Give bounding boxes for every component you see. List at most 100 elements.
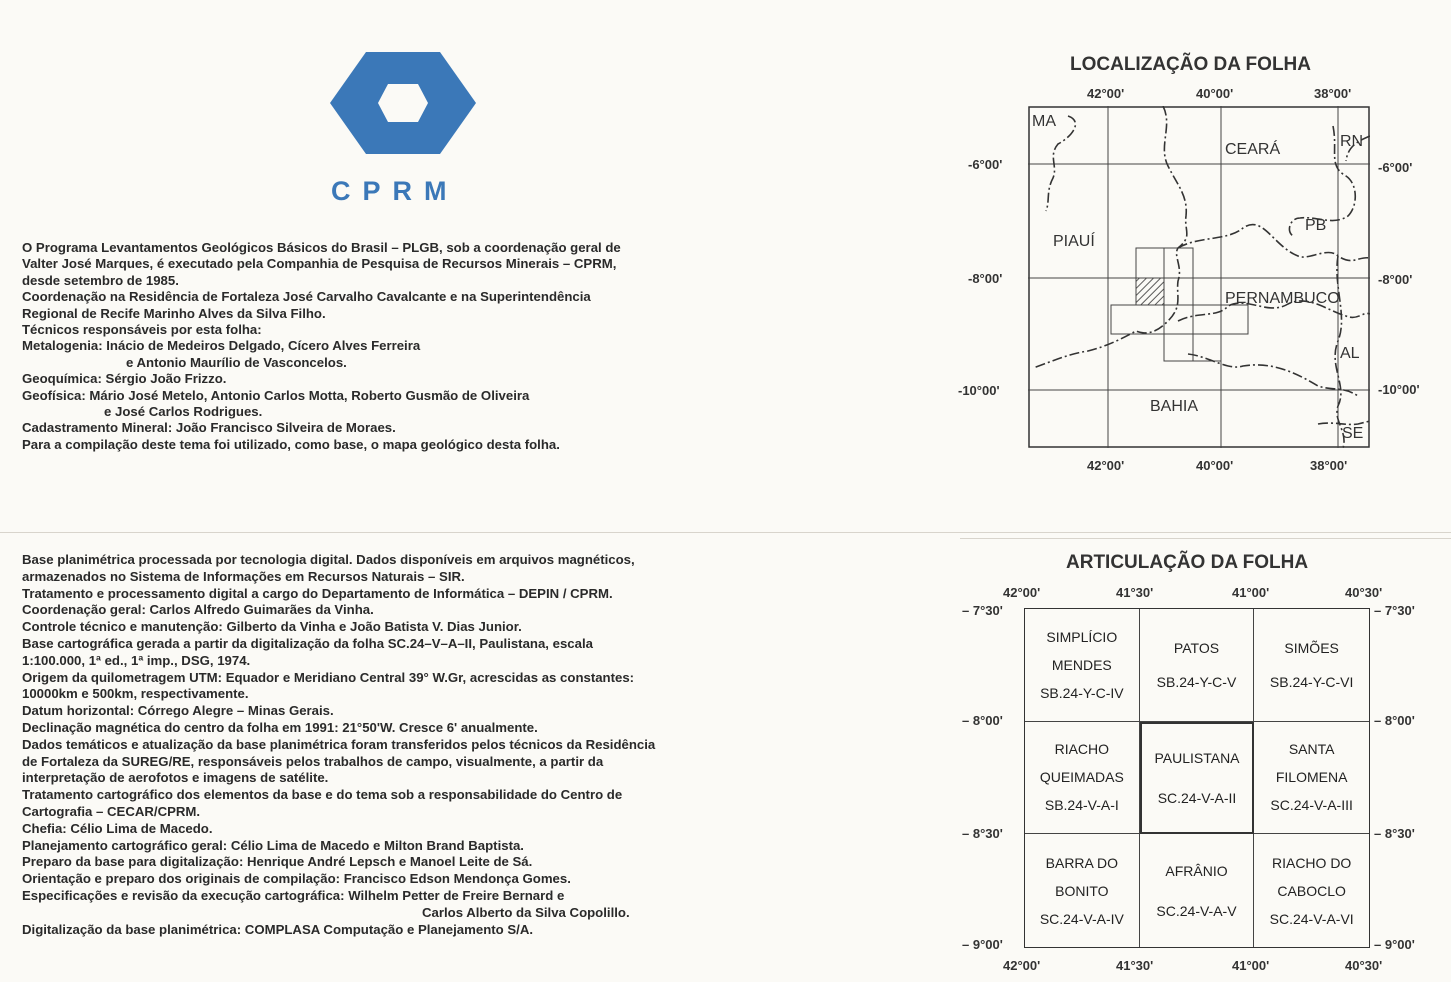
art-left-lat-3: – 8°30' — [962, 826, 1003, 841]
loc-right-lat-1: -6°00' — [1378, 160, 1413, 175]
text-line: Controle técnico e manutenção: Gilberto … — [22, 619, 522, 635]
art-top-lon-3: 41°00' — [1232, 585, 1270, 600]
articulacao-title: ARTICULAÇÃO DA FOLHA — [1066, 552, 1309, 573]
text-line: Cadastramento Mineral: João Francisco Si… — [22, 420, 396, 436]
text-line: Preparo da base para digitalização: Henr… — [22, 854, 533, 870]
text-line: Datum horizontal: Córrego Alegre – Minas… — [22, 703, 334, 719]
text-line: Valter José Marques, é executado pela Co… — [22, 256, 617, 272]
loc-top-lon-2: 40°00' — [1196, 86, 1234, 101]
text-line: 10000km e 500km, respectivamente. — [22, 686, 249, 702]
sheet-code: SB.24-Y-C-IV — [1040, 684, 1124, 701]
text-line: Regional de Recife Marinho Alves da Silv… — [22, 305, 326, 321]
state-label-pb: PB — [1305, 217, 1327, 234]
state-label-ceara: CEARÁ — [1225, 141, 1281, 158]
state-label-rn: RN — [1340, 133, 1364, 150]
sheet-name-line1: SIMÕES — [1284, 639, 1339, 656]
sheet-name-line1: BARRA DO — [1045, 854, 1118, 871]
text-line: Carlos Alberto da Silva Copolillo. — [422, 904, 630, 920]
localizacao-title: LOCALIZAÇÃO DA FOLHA — [1070, 54, 1311, 75]
art-left-lat-4: – 9°00' — [962, 937, 1003, 952]
sheet-name-line2: QUEIMADAS — [1039, 769, 1124, 786]
sheet-code: SC.24-V-A-III — [1270, 797, 1353, 814]
art-top-lon-2: 41°30' — [1116, 585, 1154, 600]
loc-top-lon-3: 38°00' — [1314, 86, 1352, 101]
text-line: armazenados no Sistema de Informações em… — [22, 568, 465, 584]
state-label-ma: MA — [1032, 113, 1056, 130]
localizacao-map — [1028, 106, 1370, 448]
sheet-code: SC.24-V-A-VI — [1269, 910, 1354, 927]
text-line: de Fortaleza da SUREG/RE, responsáveis p… — [22, 753, 604, 769]
sheet-name-line1: PATOS — [1173, 639, 1220, 656]
sheet-code: SC.24-V-A-IV — [1039, 910, 1124, 927]
text-line: Digitalização da base planimétrica: COMP… — [22, 921, 534, 937]
sheet-code: SB.24-Y-C-V — [1156, 673, 1237, 690]
text-line: Tratamento cartográfico dos elementos da… — [22, 787, 623, 803]
cprm-hexagon-icon — [330, 52, 476, 154]
state-label-pernambuco: PERNAMBUCO — [1225, 290, 1340, 307]
art-right-lat-1: – 7°30' — [1374, 603, 1415, 618]
text-line: Coordenação geral: Carlos Alfredo Guimar… — [22, 602, 374, 618]
text-line: Tratamento e processamento digital a car… — [22, 585, 613, 601]
sheet-cell-riacho-do-caboclo: RIACHO DO CABOCLO SC.24-V-A-VI — [1254, 834, 1369, 947]
articulacao-grid: SIMPLÍCIO MENDES SB.24-Y-C-IV PATOS SB.2… — [1024, 608, 1370, 948]
loc-left-lat-2: -8°00' — [968, 271, 1003, 286]
text-line: Chefia: Célio Lima de Macedo. — [22, 820, 213, 836]
sheet-name-line2: CABOCLO — [1277, 882, 1346, 899]
sheet-name-line1: RIACHO — [1054, 741, 1110, 758]
sheet-name-line1: RIACHO DO — [1271, 854, 1352, 871]
text-line: Especificações e revisão da execução car… — [22, 887, 565, 903]
sheet-name-line1: SANTA — [1288, 741, 1335, 758]
sheet-code: SC.24-V-A-V — [1156, 902, 1237, 919]
sheet-name-line1: PAULISTANA — [1154, 749, 1240, 766]
art-right-lat-3: – 8°30' — [1374, 826, 1415, 841]
sheet-code: SC.24-V-A-II — [1157, 789, 1237, 806]
text-line: e Antonio Maurílio de Vasconcelos. — [126, 354, 347, 370]
sheet-name-line1: SIMPLÍCIO — [1046, 628, 1118, 645]
loc-bottom-lon-3: 38°00' — [1310, 458, 1348, 473]
section-divider — [0, 532, 1451, 533]
text-line: e José Carlos Rodrigues. — [104, 404, 263, 420]
text-line: Geoquímica: Sérgio João Frizzo. — [22, 371, 227, 387]
art-bottom-lon-1: 42°00' — [1003, 958, 1041, 973]
text-line: Técnicos responsáveis por esta folha: — [22, 322, 262, 338]
sheet-cell-santa-filomena: SANTA FILOMENA SC.24-V-A-III — [1254, 722, 1369, 835]
text-line: Origem da quilometragem UTM: Equador e M… — [22, 669, 635, 685]
art-top-lon-1: 42°00' — [1003, 585, 1041, 600]
state-label-piaui: PIAUÍ — [1053, 233, 1095, 250]
art-bottom-lon-3: 41°00' — [1232, 958, 1270, 973]
loc-right-lat-3: -10°00' — [1378, 382, 1420, 397]
art-bottom-lon-2: 41°30' — [1116, 958, 1154, 973]
art-left-lat-2: – 8°00' — [962, 713, 1003, 728]
loc-right-lat-2: -8°00' — [1378, 272, 1413, 287]
loc-top-lon-1: 42°00' — [1087, 86, 1125, 101]
loc-bottom-lon-1: 42°00' — [1087, 458, 1125, 473]
text-line: Dados temáticos e atualização da base pl… — [22, 736, 656, 752]
text-line: Planejamento cartográfico geral: Célio L… — [22, 837, 524, 853]
sheet-name-line2: FILOMENA — [1275, 769, 1348, 786]
art-top-lon-4: 40°30' — [1345, 585, 1383, 600]
text-line: Orientação e preparo dos originais de co… — [22, 871, 571, 887]
loc-left-lat-1: -6°00' — [968, 157, 1003, 172]
text-line: Para a compilação deste tema foi utiliza… — [22, 436, 560, 452]
sheet-cell-simoes: SIMÕES SB.24-Y-C-VI — [1254, 609, 1369, 722]
sheet-name-line2: MENDES — [1051, 656, 1112, 673]
art-left-lat-1: – 7°30' — [962, 603, 1003, 618]
cprm-logo — [330, 52, 476, 154]
state-label-al: AL — [1340, 345, 1360, 362]
logo-text: CPRM — [331, 176, 459, 206]
text-line: Geofísica: Mário José Metelo, Antonio Ca… — [22, 387, 530, 403]
text-line: interpretação de aerofotos e imagens de … — [22, 770, 329, 786]
sheet-cell-simplicio-mendes: SIMPLÍCIO MENDES SB.24-Y-C-IV — [1025, 609, 1140, 722]
loc-left-lat-3: -10°00' — [958, 383, 1000, 398]
text-line: Base planimétrica processada por tecnolo… — [22, 552, 635, 567]
loc-bottom-lon-2: 40°00' — [1196, 458, 1234, 473]
state-label-bahia: BAHIA — [1150, 398, 1199, 415]
sheet-cell-afranio: AFRÂNIO SC.24-V-A-V — [1140, 834, 1255, 947]
sheet-name-line2: BONITO — [1055, 882, 1109, 899]
sheet-code: SB.24-Y-C-VI — [1269, 673, 1354, 690]
text-line: Coordenação na Residência de Fortaleza J… — [22, 289, 591, 305]
text-line: Cartografia – CECAR/CPRM. — [22, 803, 201, 819]
art-right-lat-4: – 9°00' — [1374, 937, 1415, 952]
sheet-code: SB.24-V-A-I — [1044, 797, 1119, 814]
text-line: Metalogenia: Inácio de Medeiros Delgado,… — [22, 338, 421, 354]
